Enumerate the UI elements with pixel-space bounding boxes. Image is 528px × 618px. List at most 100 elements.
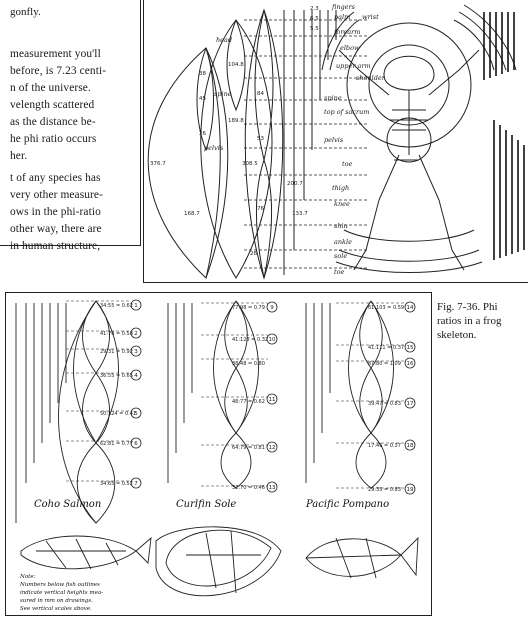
circle-number: 15 [407, 345, 414, 351]
circle-number: 11 [269, 397, 276, 403]
circle-number: 14 [407, 305, 414, 311]
frog-label: wrist [362, 13, 379, 21]
text-line: ows in the phi-ratio [10, 206, 101, 218]
frog-diagram: fingers palm wrist forearm elbow upper a… [144, 0, 528, 282]
pompano-ratio: 87:80 = 1.09 [368, 361, 401, 367]
pompano-ratio: 29:35 = 0.83 [368, 487, 401, 493]
body-text-block: gonfly. measurement you'll before, is 7.… [0, 0, 141, 246]
salmon-ratio: 36:55 = 0.65 [100, 373, 133, 379]
frog-label: ankle [334, 238, 352, 246]
salmon-ratio: 50:124 = 0.41 [100, 411, 136, 417]
salmon-ratio: 34:65 = 0.52 [100, 481, 133, 487]
salmon-ratio: 34:55 = 0.62 [100, 303, 133, 309]
frog-label: shin [334, 222, 348, 230]
figure-caption: Fig. 7-36. Phi ratios in a frog skeleton… [437, 300, 527, 342]
text-line: t of any species has [10, 172, 101, 184]
salmon-ratio: 41:70 = 0.58 [100, 331, 133, 337]
frog-label: pelvis [204, 144, 224, 152]
circle-number: 13 [269, 485, 276, 491]
frog-label: palm [334, 13, 350, 21]
text-line: measurement you'll [10, 48, 101, 60]
pompano-ratio: 61:103 = 0.59 [368, 305, 404, 311]
frog-label: upper arm [336, 62, 371, 70]
note-line: indicate vertical heights mea- [20, 590, 103, 596]
text-line: as the distance be- [10, 116, 96, 128]
frog-number: 104.8 [228, 62, 244, 68]
text-fragment: gonfly. [10, 6, 41, 18]
circle-number: 6 [134, 441, 138, 447]
frog-label: pelvis [324, 136, 344, 144]
frog-label: elbow [340, 44, 360, 52]
fish-name-pompano: Pacific Pompano [305, 499, 389, 510]
circle-number: 7 [134, 481, 138, 487]
text-line: very other measure- [10, 189, 103, 201]
fish-name-salmon: Coho Salmon [34, 499, 101, 510]
note-line: Numbers below fish outlines [19, 582, 100, 588]
frog-number: 38 [199, 71, 206, 77]
circle-number: 16 [407, 361, 414, 367]
circle-number: 5 [134, 411, 138, 417]
salmon-ratio: 62:81 = 0.77 [100, 441, 133, 447]
circle-number: 12 [269, 445, 276, 451]
frog-number: 2.3 [310, 6, 319, 12]
frog-number: 45 [199, 96, 206, 102]
frog-label: knee [334, 200, 350, 208]
frog-label: shoulder [356, 74, 386, 82]
circle-number: 9 [270, 305, 274, 311]
frog-number: 133.7 [292, 211, 308, 217]
text-line: he phi ratio occurs [10, 133, 96, 145]
pompano-ratio: 17:46 = 0.37 [368, 443, 401, 449]
frog-number: 26 [250, 251, 257, 257]
circle-number: 19 [407, 487, 414, 493]
frog-label: toe [334, 268, 345, 276]
frog-label: sole [334, 252, 347, 260]
circle-number: 3 [134, 349, 138, 355]
salmon-ratio: 29:31 = 0.92 [100, 349, 133, 355]
sole-ratio: 32:70 = 0.46 [232, 485, 265, 491]
fish-name-sole: Curlfin Sole [176, 499, 236, 510]
pompano-ratio: 39:47 = 0.83 [368, 401, 401, 407]
frog-label: spine [324, 94, 342, 102]
frog-number: 376.7 [150, 161, 166, 167]
circle-number: 10 [269, 337, 276, 343]
frog-skeleton-figure: fingers palm wrist forearm elbow upper a… [143, 0, 528, 283]
caption-line: ratios in a frog [437, 314, 527, 328]
frog-number: 53 [257, 136, 264, 142]
note-line: Note: [19, 574, 36, 580]
caption-line: Fig. 7-36. Phi [437, 300, 527, 314]
frog-number: 308.5 [242, 161, 258, 167]
circle-number: 2 [134, 331, 138, 337]
note-line: sured in mm on drawings. [20, 598, 93, 604]
fish-diagram: 34:55 = 0.62 41:70 = 0.58 29:31 = 0.92 3… [6, 293, 431, 615]
text-line: n of the universe. [10, 82, 91, 94]
circle-number: 4 [134, 373, 138, 379]
text-line: her. [10, 150, 27, 162]
frog-number: 6.5 [310, 16, 319, 22]
sole-ratio: 48:77 = 0.62 [232, 399, 265, 405]
frog-label: top of sacrum [324, 108, 369, 116]
circle-number: 18 [407, 443, 414, 449]
frog-number: 189.8 [228, 118, 244, 124]
fish-phi-figure: 34:55 = 0.62 41:70 = 0.58 29:31 = 0.92 3… [5, 292, 432, 616]
frog-number: 84 [257, 91, 264, 97]
frog-label: head [216, 36, 232, 44]
sole-ratio: 64:79 = 0.81 [232, 445, 265, 451]
frog-number: 200.7 [287, 181, 303, 187]
frog-label: toe [342, 160, 353, 168]
text-line: in human structure, [10, 240, 100, 252]
note-line: See vertical scales above. [20, 606, 92, 612]
frog-number: 26 [199, 131, 206, 137]
frog-label: forearm [333, 28, 360, 36]
frog-label: fingers [331, 3, 356, 11]
pompano-ratio: 41:111 = 0.37 [368, 345, 404, 351]
circle-number: 17 [407, 401, 414, 407]
circle-number: 1 [134, 303, 138, 309]
sole-ratio: 77:98 = 0.79 [232, 305, 265, 311]
frog-number: 76 [257, 206, 264, 212]
caption-line: skeleton. [437, 328, 527, 342]
text-line: other way, there are [10, 223, 102, 235]
sole-ratio: 41:128 = 0.32 [232, 337, 268, 343]
frog-number: 168.7 [184, 211, 200, 217]
text-line: velength scattered [10, 99, 94, 111]
text-line: before, is 7.23 centi- [10, 65, 106, 77]
